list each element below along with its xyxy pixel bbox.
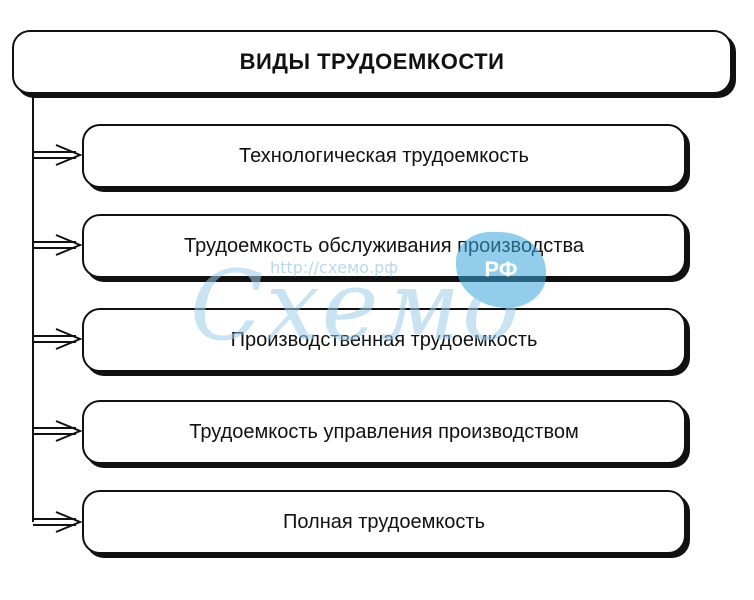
- item-box-2: Трудоемкость обслуживания производства: [82, 214, 686, 278]
- item-label-4: Трудоемкость управления производством: [189, 420, 579, 443]
- item-label-3: Производственная трудоемкость: [230, 328, 538, 351]
- item-label-1: Технологическая трудоемкость: [239, 144, 529, 167]
- arrow-1: [33, 144, 83, 166]
- item-label-2: Трудоемкость обслуживания производства: [183, 234, 584, 257]
- item-label-5: Полная трудоемкость: [282, 510, 486, 533]
- arrow-5: [33, 511, 83, 533]
- item-box-3: Производственная трудоемкость: [82, 308, 686, 372]
- item-box-5: Полная трудоемкость: [82, 490, 686, 554]
- item-box-1: Технологическая трудоемкость: [82, 124, 686, 188]
- diagram-title: ВИДЫ ТРУДОЕМКОСТИ: [239, 49, 505, 74]
- arrow-4: [33, 420, 83, 442]
- diagram-title-box: ВИДЫ ТРУДОЕМКОСТИ: [12, 30, 732, 94]
- arrow-3: [33, 328, 83, 350]
- item-box-4: Трудоемкость управления производством: [82, 400, 686, 464]
- arrow-2: [33, 234, 83, 256]
